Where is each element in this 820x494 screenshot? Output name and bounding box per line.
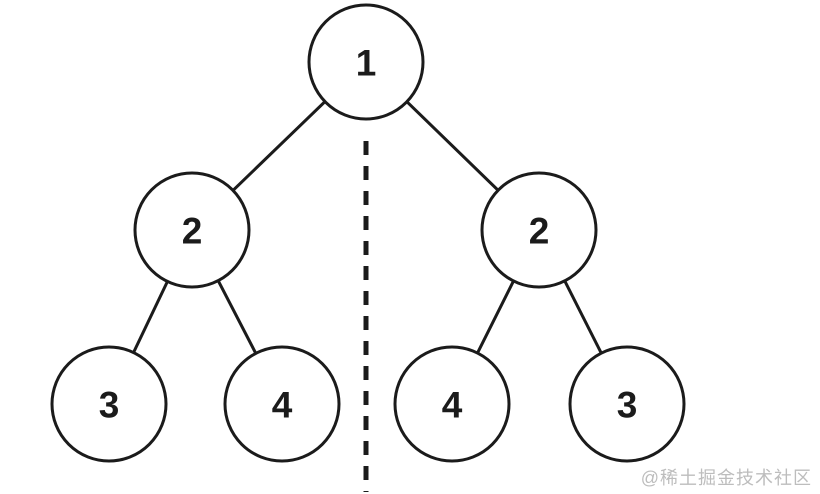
tree-node-left-4: 4 xyxy=(223,345,341,463)
tree-node-left-3: 3 xyxy=(50,345,168,463)
tree-node-right-4: 4 xyxy=(393,345,511,463)
tree-node-label: 3 xyxy=(99,384,120,425)
tree-node-root: 1 xyxy=(307,3,425,121)
tree-node-left-2: 2 xyxy=(133,171,251,289)
tree-node-circle xyxy=(568,345,686,463)
watermark-text: @稀土掘金技术社区 xyxy=(640,468,812,488)
tree-node-label: 4 xyxy=(442,384,463,425)
tree-node-circle xyxy=(133,171,251,289)
tree-node-circle xyxy=(223,345,341,463)
tree-node-label: 2 xyxy=(529,210,550,251)
tree-node-label: 4 xyxy=(272,384,293,425)
tree-node-circle xyxy=(393,345,511,463)
tree-node-circle xyxy=(480,171,598,289)
tree-node-label: 1 xyxy=(356,42,377,83)
tree-node-circle xyxy=(307,3,425,121)
tree-node-right-2: 2 xyxy=(480,171,598,289)
tree-nodes-layer: 1 2 2 3 4 4 3 xyxy=(50,3,686,463)
tree-node-label: 3 xyxy=(617,384,638,425)
tree-node-circle xyxy=(50,345,168,463)
tree-node-label: 2 xyxy=(182,210,203,251)
tree-node-right-3: 3 xyxy=(568,345,686,463)
